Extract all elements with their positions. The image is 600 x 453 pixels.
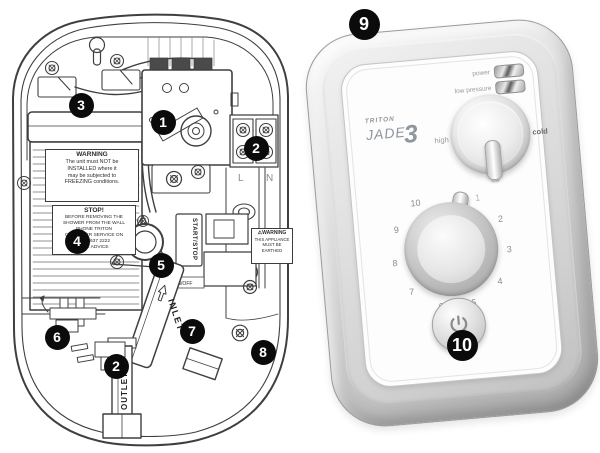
- internal-view-drawing: L N START/STOP ON: [12, 13, 289, 447]
- terminal-live-label: L: [238, 173, 244, 184]
- stop-service-line: SHOWER FROM THE WALL: [62, 221, 126, 227]
- stop-service-line: BEFORE REMOVING THE: [64, 215, 123, 221]
- control-block: [141, 57, 239, 166]
- freeze-warning-line: may be subjected to: [67, 172, 117, 179]
- dial-number-1: 1: [474, 192, 481, 203]
- dial-number-4: 4: [496, 275, 503, 286]
- solenoid-label: START/STOP: [191, 218, 197, 260]
- stop-service-line: PHONE TRITON: [75, 227, 113, 233]
- callout-7: 7: [179, 318, 205, 344]
- freeze-warning-line: FREEZING conditions.: [64, 179, 120, 186]
- inlet-pipe: [125, 258, 223, 381]
- callout-3: 3: [68, 92, 94, 118]
- stop-service-title: STOP!: [84, 207, 104, 214]
- power-led: [493, 63, 525, 79]
- temp-high-label: high: [434, 134, 450, 146]
- onoff-label: ON/OFF: [174, 281, 193, 287]
- dial-number-9: 9: [393, 225, 400, 236]
- callout-2: 2: [243, 135, 269, 161]
- power-indicator-label: power: [472, 69, 491, 78]
- cable-clamp-right: [101, 53, 141, 91]
- freeze-warning-label: WARNING The unit must NOT be INSTALLED w…: [45, 149, 139, 202]
- callout-8: 8: [250, 339, 276, 365]
- outlet-label: OUTLET: [120, 372, 129, 410]
- freeze-warning-title: WARNING: [76, 151, 108, 158]
- solenoid: [175, 213, 258, 295]
- callout-5: 5: [148, 252, 174, 278]
- dial-number-10: 10: [410, 198, 421, 209]
- flow-dial-face: [414, 212, 489, 286]
- brand-digit: 3: [402, 119, 419, 149]
- temp-cold-label: cold: [531, 126, 549, 137]
- screw-boss-2: [231, 324, 249, 342]
- backplate-outline: [26, 36, 274, 161]
- casing-inner-outline: [20, 22, 281, 438]
- brand-jade: JADE: [365, 123, 407, 143]
- stop-service-line: FOR ADVICE: [79, 245, 109, 251]
- freeze-warning-line: The unit must NOT be: [65, 159, 119, 166]
- dial-number-3: 3: [506, 244, 513, 255]
- dial-number-2: 2: [497, 213, 504, 224]
- dial-number-7: 7: [408, 286, 415, 297]
- keyhole-mount: [88, 36, 106, 66]
- freeze-warning-line: INSTALLED where it: [67, 165, 117, 172]
- earth-warning-title: ⚠WARNING: [257, 230, 287, 236]
- callout-9: 9: [348, 8, 380, 40]
- stop-service-line: CUSTOMER SERVICE ON: [64, 233, 124, 239]
- earth-warning-line: EARTHED: [261, 247, 283, 253]
- temperature-knob-handle: [483, 139, 504, 181]
- earth-warning-line: MUST BE: [262, 242, 282, 248]
- callout-10: 10: [446, 329, 478, 361]
- earth-warning-line: THIS APPLIANCE: [254, 236, 290, 242]
- brand-logo: TRITON JADE3: [365, 115, 419, 151]
- earth-warning-label: ⚠WARNING THIS APPLIANCE MUST BE EARTHED: [251, 228, 293, 264]
- callout-2b: 2: [103, 353, 129, 379]
- callout-4: 4: [64, 228, 90, 254]
- cable-clamp-left: [37, 60, 77, 98]
- casing-outer-outline: [12, 13, 289, 447]
- dial-number-8: 8: [392, 258, 398, 269]
- thermal-cutout: [151, 164, 211, 194]
- low-pressure-led: [494, 79, 526, 95]
- terminal-neutral-label: N: [266, 173, 273, 184]
- stop-service-line: 024 7637 2222: [77, 239, 110, 245]
- callout-1: 1: [150, 109, 176, 135]
- stop-service-label: STOP! BEFORE REMOVING THE SHOWER FROM TH…: [52, 205, 136, 255]
- callout-6: 6: [44, 324, 70, 350]
- shower-front-cover: power low pressure TRITON JADE3 high col…: [301, 15, 600, 431]
